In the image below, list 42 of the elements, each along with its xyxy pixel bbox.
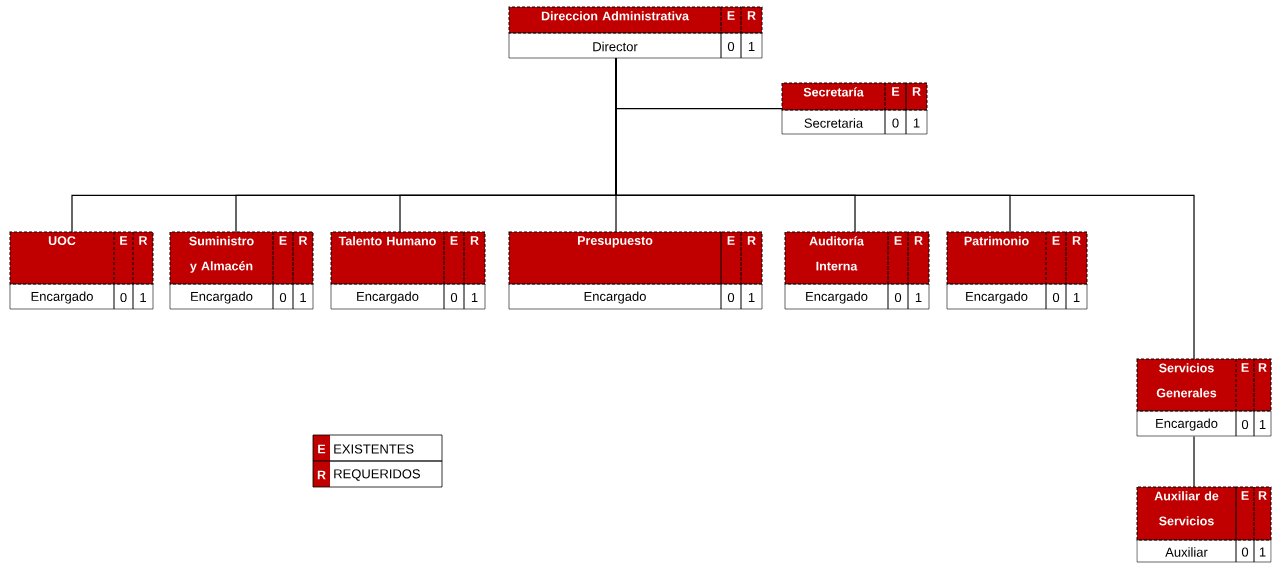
connector-line xyxy=(615,57,1195,360)
node-label: 0 xyxy=(1241,547,1249,557)
node-label: Encargado xyxy=(1156,418,1218,431)
org-unit-box: Servicios Generales E R Encargado 0 1 xyxy=(1136,358,1272,437)
node-label: 1 xyxy=(1259,547,1266,557)
node-label: 1 xyxy=(1073,293,1080,302)
node-label: 0 xyxy=(120,292,127,303)
node-label: Director xyxy=(593,41,638,52)
node-label: 1 xyxy=(748,293,755,302)
node-label: 1 xyxy=(140,293,146,302)
node-label: 1 xyxy=(1259,420,1266,429)
org-unit-box: Auxiliar de Servicios E R Auxiliar 0 1 xyxy=(1136,486,1272,563)
org-unit-box: Secretaría E R Secretaria 0 1 xyxy=(781,82,928,135)
node-label: 1 xyxy=(748,42,755,51)
node-label: 0 xyxy=(727,292,735,303)
node-label: 1 xyxy=(915,293,922,302)
node-label: 0 xyxy=(727,41,735,52)
org-unit-box: Talento Humano E R Encargado 0 1 xyxy=(330,231,486,310)
org-unit-box: Direccion Administrativa E R Director 0 1 xyxy=(508,6,763,59)
org-unit-box: Auditoría Interna E R Encargado 0 1 xyxy=(784,231,930,310)
node-label: Auxiliar xyxy=(1165,547,1208,557)
node-label: 1 xyxy=(471,293,478,302)
node-label: 0 xyxy=(450,292,458,303)
node-label: 1 xyxy=(913,118,920,128)
node-label: Secretaria xyxy=(804,118,864,128)
node-label: 1 xyxy=(300,293,306,302)
org-unit-box: Presupuesto E R Encargado 0 1 xyxy=(508,231,763,310)
org-unit-box: Patrimonio E R Encargado 0 1 xyxy=(946,231,1088,310)
node-label: 0 xyxy=(279,292,287,303)
node-label: Encargado xyxy=(191,291,253,304)
node-label: 0 xyxy=(1052,292,1060,303)
node-label: Encargado xyxy=(357,291,419,304)
node-label: 0 xyxy=(894,292,902,303)
connector-line xyxy=(1193,435,1195,488)
org-unit-box: Suministro y Almacén E R Encargado 0 1 xyxy=(169,231,314,310)
node-label: Encargado xyxy=(584,291,646,304)
node-label: 0 xyxy=(1241,419,1249,430)
org-unit-box: UOC E R Encargado 0 1 xyxy=(9,231,154,310)
node-label: Encargado xyxy=(31,291,93,304)
node-label: Encargado xyxy=(966,291,1028,304)
node-label: Encargado xyxy=(806,291,868,304)
node-label: 0 xyxy=(892,118,899,128)
